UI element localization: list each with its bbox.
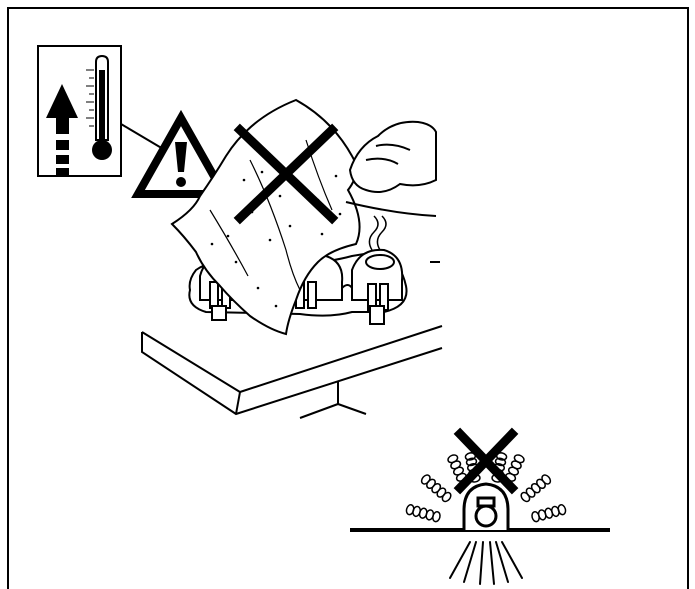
heat-coil-loop (541, 474, 552, 485)
prohibition-cross-icon (233, 123, 339, 225)
cloth-icon (170, 98, 361, 336)
thermometer-icon (86, 54, 112, 160)
heat-coil-loop (465, 457, 478, 467)
heat-coil-loop (405, 504, 415, 516)
temperature-rising-icon (37, 45, 122, 177)
prohibition-cross-icon (453, 427, 519, 495)
counter-top (141, 325, 443, 419)
up-arrow-icon (46, 84, 78, 177)
heat-coil-loop (494, 457, 507, 467)
panel-border (7, 7, 689, 589)
hand-icon (345, 120, 437, 217)
heat-coil-loop (420, 474, 431, 485)
light-rays-icon (449, 541, 523, 585)
warning-triangle-icon (131, 109, 231, 198)
heat-coil-loop (513, 454, 525, 464)
lamp-icon (462, 482, 510, 530)
heat-coil-loop (447, 454, 459, 464)
heat-coil-loop (557, 504, 567, 516)
